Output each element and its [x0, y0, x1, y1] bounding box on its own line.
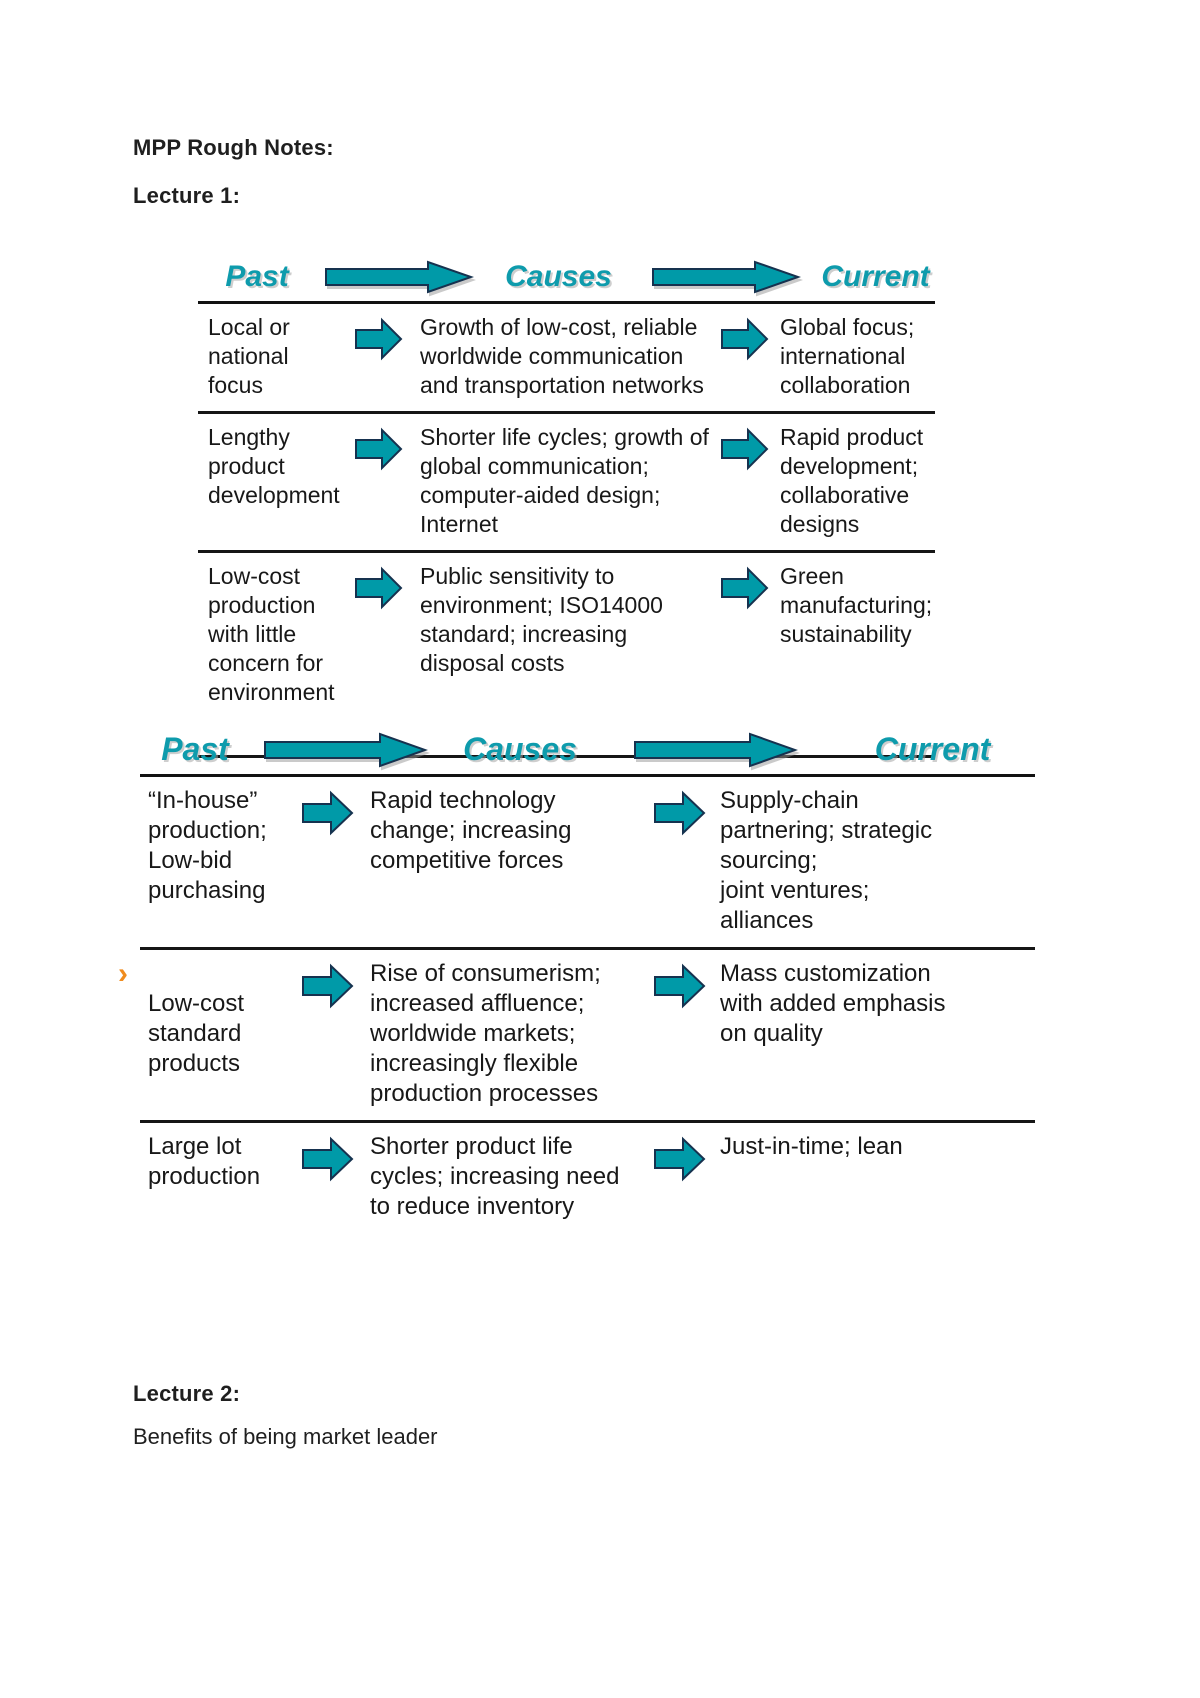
right-arrow-icon	[316, 260, 481, 294]
causes-cell: Public sensitivity to environment; ISO14…	[420, 563, 663, 676]
table-row: “In-house” production; Low-bid purchasin…	[140, 777, 1035, 950]
past-causes-current-table-2: Past Causes Current “In-house” productio…	[118, 729, 1035, 1233]
lecture-2-text: Benefits of being market leader	[133, 1424, 438, 1449]
right-arrow-icon	[640, 959, 720, 1010]
causes-cell: Growth of low-cost, reliable worldwide c…	[420, 314, 704, 398]
past-cell: Lengthy product development	[208, 424, 340, 508]
lecture-1-heading: Lecture 1:	[133, 183, 241, 208]
right-arrow-icon	[710, 423, 780, 472]
current-cell: Mass customization with added emphasis o…	[720, 960, 946, 1047]
table-2-header-past: Past	[161, 731, 229, 767]
right-arrow-icon	[250, 732, 440, 768]
right-arrow-icon	[285, 959, 370, 1010]
current-cell: Supply-chain partnering; strategic sourc…	[720, 787, 933, 934]
right-arrow-icon	[285, 1132, 370, 1183]
current-cell: Just-in-time; lean	[720, 1133, 903, 1160]
table-row: Local or national focus Growth of low-co…	[198, 304, 935, 414]
current-cell: Rapid product development; collaborative…	[780, 424, 924, 537]
table-row: Lengthy product development Shorter life…	[198, 414, 935, 553]
right-arrow-icon	[600, 732, 830, 768]
orange-chevron-marker: ›	[118, 957, 128, 990]
table-1-header-past: Past	[225, 259, 289, 293]
table-2-header-causes: Causes	[463, 731, 577, 767]
right-arrow-icon	[710, 313, 780, 362]
right-arrow-icon	[338, 423, 420, 472]
past-cell: Local or national focus	[208, 314, 290, 398]
past-cell-text: Low-cost standard products	[148, 990, 245, 1077]
past-causes-current-table-1: Past Causes Current Local or national fo…	[198, 256, 935, 758]
right-arrow-icon	[636, 260, 816, 294]
document-title: MPP Rough Notes:	[133, 135, 334, 160]
table-2-header-current: Current	[874, 731, 991, 767]
table-row: Low-cost production with little concern …	[198, 553, 935, 758]
lecture-2-heading: Lecture 2:	[133, 1381, 241, 1406]
table-1-header-current: Current	[821, 259, 930, 293]
right-arrow-icon	[640, 1132, 720, 1183]
table-row: Large lot production Shorter product lif…	[140, 1123, 1035, 1233]
table-2-header-row: Past Causes Current	[140, 729, 1035, 777]
current-cell: Global focus; international collaboratio…	[780, 314, 915, 398]
right-arrow-icon	[338, 313, 420, 362]
causes-cell: Shorter life cycles; growth of global co…	[420, 424, 709, 537]
current-cell: Green manufacturing; sustainability	[780, 563, 933, 647]
causes-cell: Rapid technology change; increasing comp…	[370, 787, 572, 874]
table-row: › Low-cost standard products Rise of cons…	[118, 950, 1035, 1123]
right-arrow-icon	[338, 562, 420, 611]
table-1-header-causes: Causes	[505, 259, 612, 293]
right-arrow-icon	[640, 786, 720, 837]
causes-cell: Rise of consumerism; increased affluence…	[370, 960, 601, 1107]
past-cell: “In-house” production; Low-bid purchasin…	[148, 787, 267, 904]
past-cell: Large lot production	[148, 1133, 261, 1190]
table-1-header-row: Past Causes Current	[198, 256, 935, 304]
past-cell: › Low-cost standard products	[118, 959, 285, 1079]
right-arrow-icon	[710, 562, 780, 611]
right-arrow-icon	[285, 786, 370, 837]
past-cell: Low-cost production with little concern …	[208, 563, 335, 705]
causes-cell: Shorter product life cycles; increasing …	[370, 1133, 620, 1220]
